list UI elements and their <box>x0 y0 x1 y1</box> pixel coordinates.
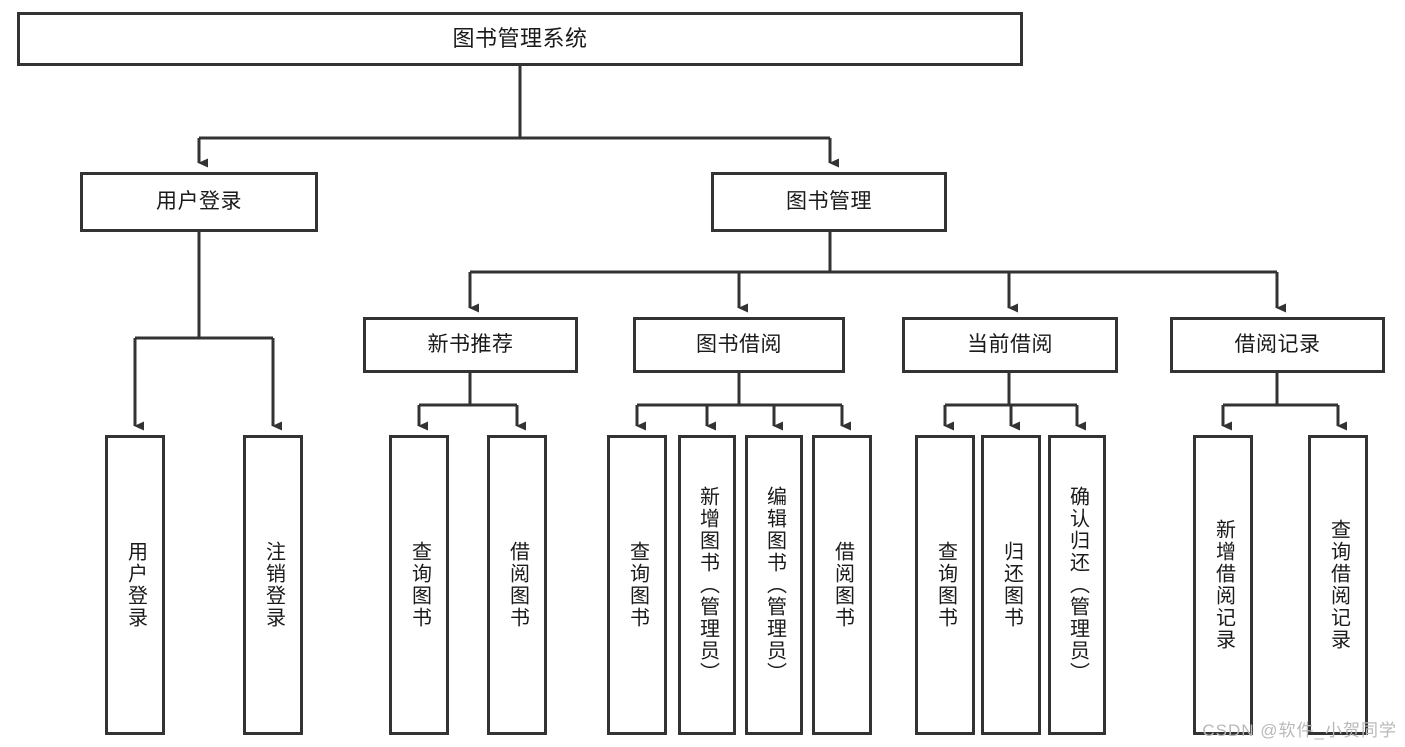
node-label: 注销登录 <box>262 541 285 629</box>
leaf-return-book[interactable]: 归还图书 <box>981 435 1041 735</box>
node-new-book-recommendation[interactable]: 新书推荐 <box>363 317 578 373</box>
node-label: 确认归还（管理员） <box>1066 486 1089 684</box>
leaf-user-login[interactable]: 用户登录 <box>105 435 165 735</box>
node-label: 用户登录 <box>156 190 242 214</box>
leaf-add-borrowing-record[interactable]: 新增借阅记录 <box>1193 435 1253 735</box>
leaf-borrow-book-newbook[interactable]: 借阅图书 <box>487 435 547 735</box>
node-user-login[interactable]: 用户登录 <box>80 172 318 232</box>
node-book-borrowing[interactable]: 图书借阅 <box>633 317 845 373</box>
leaf-edit-book-admin[interactable]: 编辑图书（管理员） <box>745 435 803 735</box>
leaf-logout[interactable]: 注销登录 <box>243 435 303 735</box>
node-label: 借阅图书 <box>831 541 854 629</box>
node-label: 图书管理系统 <box>452 25 588 51</box>
node-label: 查询图书 <box>626 541 649 629</box>
node-label: 归还图书 <box>1000 541 1023 629</box>
node-label: 查询图书 <box>934 541 957 629</box>
node-label: 用户登录 <box>124 541 147 629</box>
leaf-borrow-book-borrowing[interactable]: 借阅图书 <box>812 435 872 735</box>
leaf-query-book-current[interactable]: 查询图书 <box>915 435 975 735</box>
node-label: 图书管理 <box>786 190 872 214</box>
node-label: 查询借阅记录 <box>1327 519 1350 651</box>
node-label: 查询图书 <box>408 541 431 629</box>
node-current-borrowing[interactable]: 当前借阅 <box>902 317 1118 373</box>
leaf-add-book-admin[interactable]: 新增图书（管理员） <box>678 435 736 735</box>
node-label: 当前借阅 <box>967 333 1053 357</box>
watermark: CSDN @软件_小贺同学 <box>1202 721 1397 740</box>
node-root-book-management-system[interactable]: 图书管理系统 <box>17 12 1023 66</box>
leaf-confirm-return-admin[interactable]: 确认归还（管理员） <box>1048 435 1106 735</box>
node-book-management[interactable]: 图书管理 <box>711 172 947 232</box>
node-borrowing-record[interactable]: 借阅记录 <box>1170 317 1385 373</box>
node-label: 新增图书（管理员） <box>696 486 719 684</box>
node-label: 图书借阅 <box>696 333 782 357</box>
leaf-query-book-newbook[interactable]: 查询图书 <box>389 435 449 735</box>
leaf-query-borrowing-record[interactable]: 查询借阅记录 <box>1308 435 1368 735</box>
node-label: 新书推荐 <box>427 333 514 357</box>
leaf-query-book-borrowing[interactable]: 查询图书 <box>607 435 667 735</box>
node-label: 借阅记录 <box>1234 333 1321 357</box>
node-label: 借阅图书 <box>506 541 529 629</box>
node-label: 新增借阅记录 <box>1212 519 1235 651</box>
node-label: 编辑图书（管理员） <box>763 486 786 684</box>
